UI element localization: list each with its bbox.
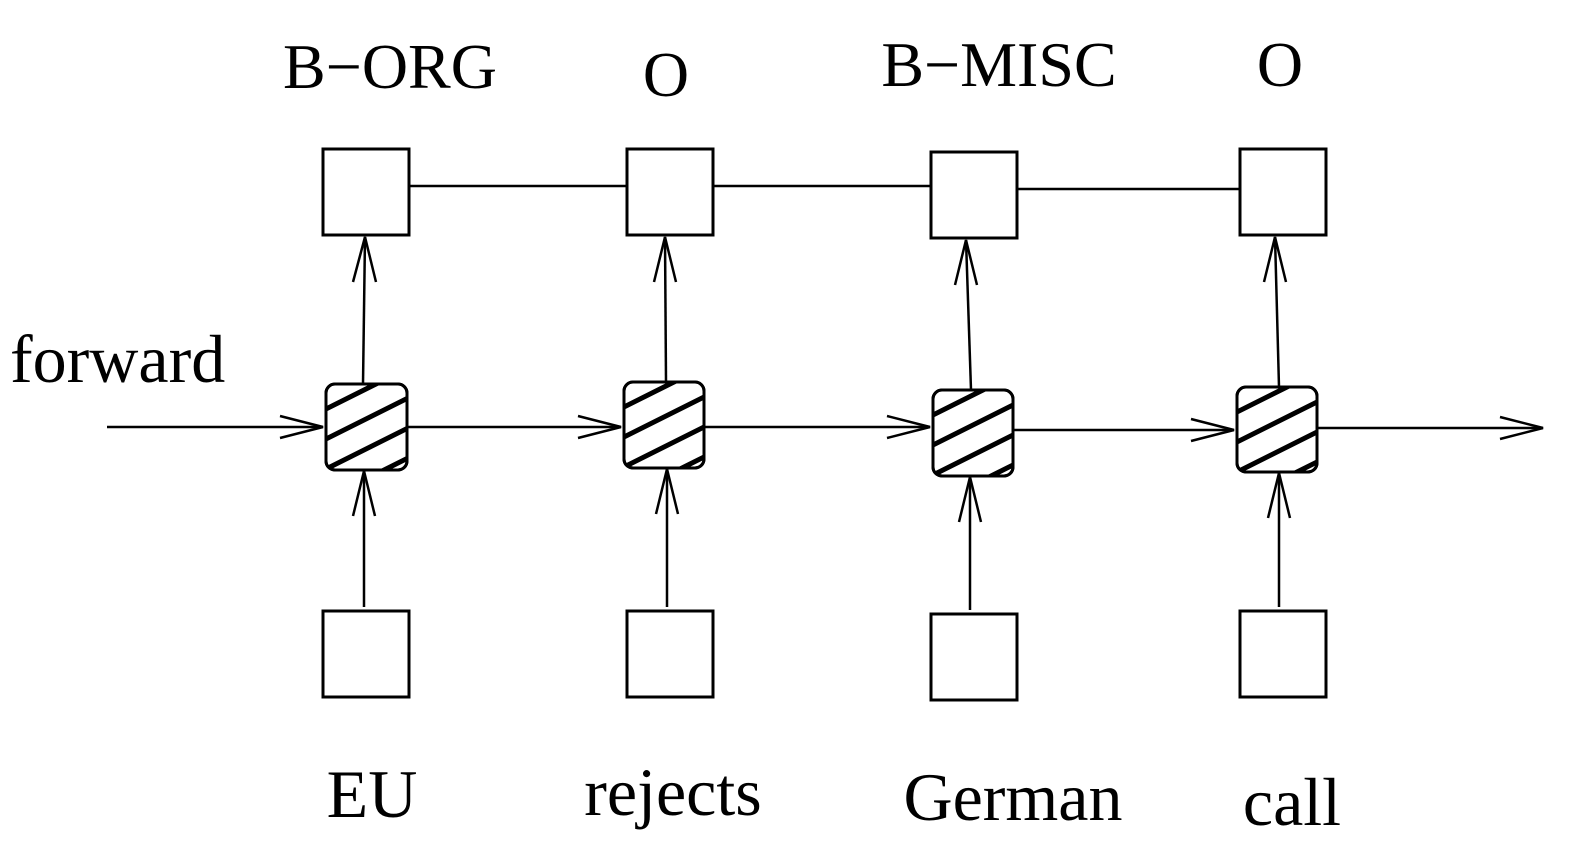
- input-box-2: [929, 612, 1019, 702]
- input-box-0: [321, 609, 411, 699]
- output-arrow-0: [361, 236, 367, 385]
- output-arrow-3: [1273, 236, 1281, 388]
- forward-arrowhead-3: [1190, 417, 1235, 443]
- direction-label: forward: [10, 321, 225, 397]
- output-arrow-2: [964, 239, 973, 391]
- output-boxes: [321, 147, 1328, 240]
- output-arrowhead-0: [351, 236, 378, 283]
- output-box-1: [625, 147, 715, 237]
- output-arrow-1: [663, 236, 668, 383]
- input-boxes: [321, 609, 1328, 702]
- tag-label-3: O: [1257, 29, 1303, 100]
- tag-label-2: B−MISC: [881, 29, 1116, 100]
- lstm-cell-2: [931, 388, 1015, 478]
- forward-arrowhead-1: [577, 414, 622, 440]
- lstm-cell-0: [324, 382, 409, 472]
- tag-label-0: B−ORG: [283, 31, 497, 102]
- output-arrows: [351, 236, 1288, 391]
- forward-arrowhead-0: [279, 414, 324, 440]
- word-label-0: EU: [327, 756, 418, 832]
- word-label-2: German: [903, 759, 1122, 835]
- output-box-0: [321, 147, 411, 237]
- input-arrows: [351, 468, 1292, 610]
- input-box-3: [1238, 609, 1328, 699]
- output-arrowhead-1: [652, 236, 678, 283]
- word-label-3: call: [1243, 764, 1341, 840]
- crf-links: [409, 184, 1240, 191]
- forward-arrowhead-2: [886, 414, 931, 440]
- input-box-1: [625, 609, 715, 699]
- output-arrowhead-3: [1262, 236, 1288, 283]
- tag-label-1: O: [643, 39, 689, 110]
- forward-arrowhead-out: [1499, 415, 1544, 441]
- word-label-1: rejects: [584, 754, 761, 830]
- lstm-cell-3: [1235, 385, 1319, 474]
- output-arrowhead-2: [953, 239, 979, 286]
- output-box-3: [1238, 147, 1328, 237]
- output-box-2: [929, 150, 1019, 240]
- forward-connections: [107, 414, 1544, 443]
- lstm-cell-1: [622, 380, 706, 470]
